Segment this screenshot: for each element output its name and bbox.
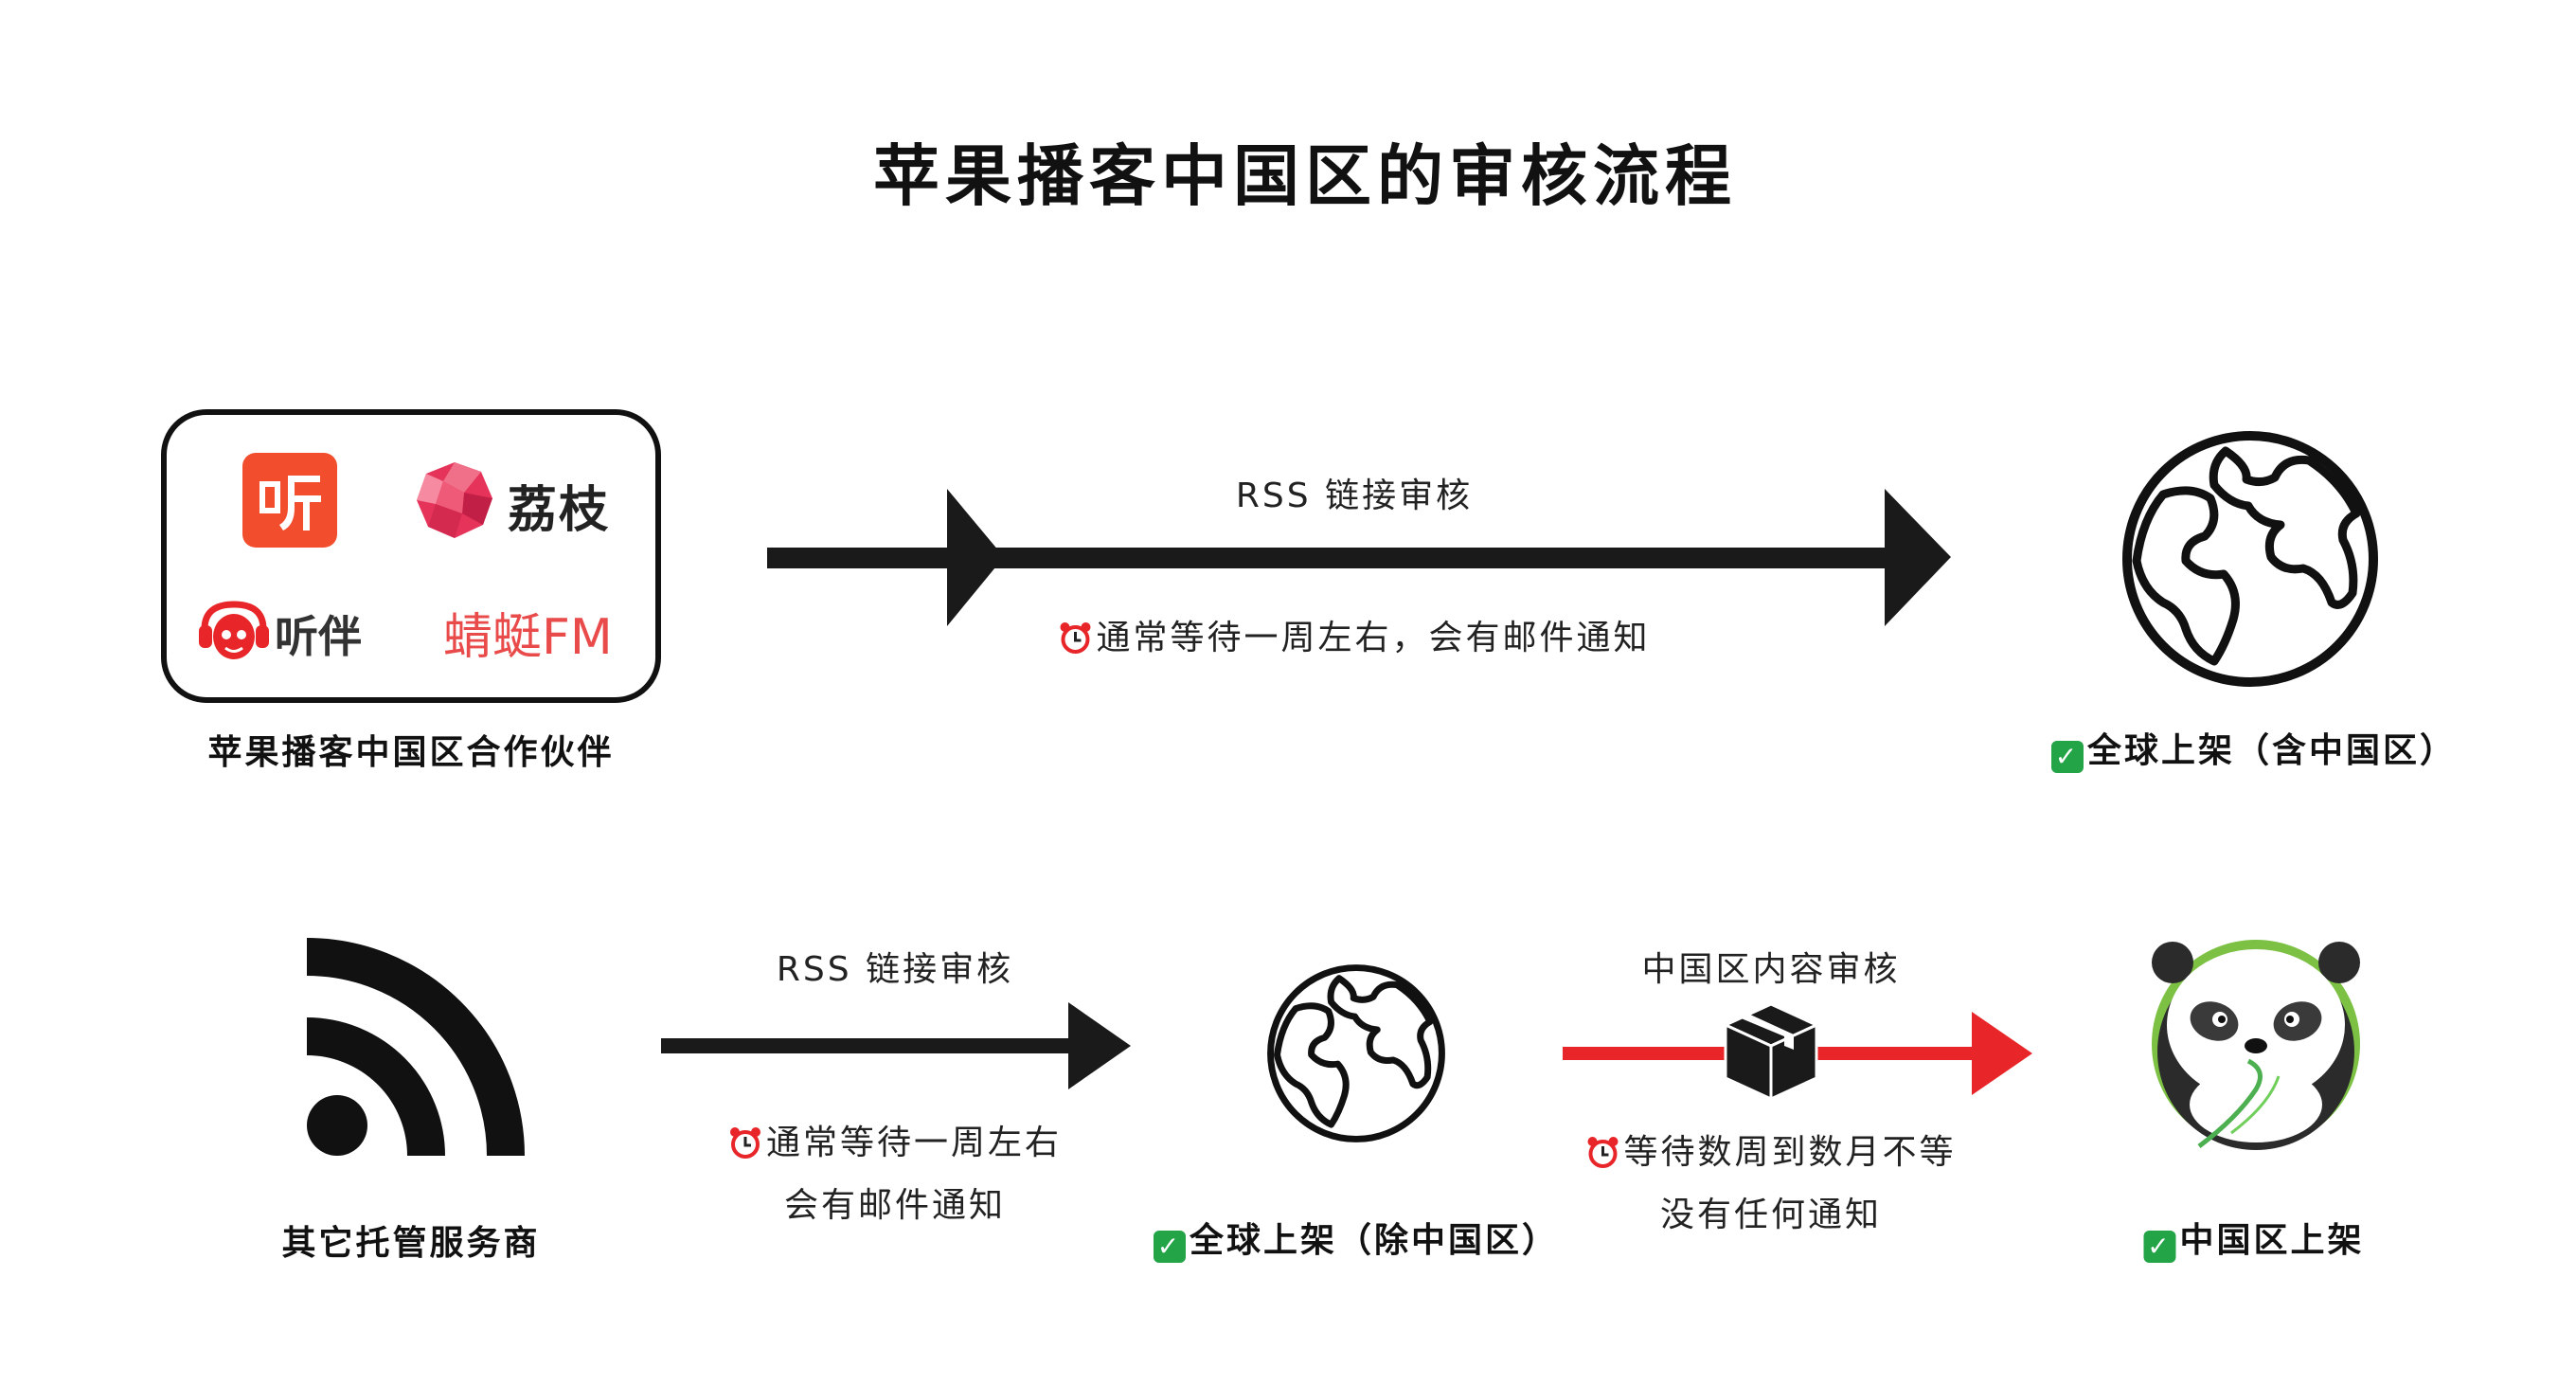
top-result-label: ✓全球上架（含中国区） [2050,723,2458,773]
ting-app-icon [242,453,337,548]
alarm-clock-icon [1060,622,1091,654]
tingban-name: 听伴 [275,611,362,662]
qingting-fm-name: 蜻蜓FM [443,609,613,666]
globe-icon [1267,964,1445,1142]
panda-icon [2152,940,2360,1150]
top-result-text: 全球上架（含中国区） [2086,731,2458,770]
partners-box [161,409,661,703]
final-result-label: ✓中国区上架 [2143,1213,2364,1263]
globe-icon [2122,431,2378,687]
bottom-arrow2-note1: 等待数周到数月不等 [1585,1124,1956,1174]
bottom-arrow1 [661,1002,1131,1089]
top-arrow-shaft [767,489,1951,626]
lizhi-logo-icon [417,462,492,538]
top-arrow-note-text: 通常等待一周左右，会有邮件通知 [1096,619,1651,657]
bottom-arrow1-note2: 会有邮件通知 [783,1186,1007,1225]
source-caption: 其它托管服务商 [281,1224,541,1263]
top-arrow-label: RSS 链接审核 [1235,477,1474,515]
package-box-icon [1722,1002,1820,1102]
mid-result-label: ✓全球上架（除中国区） [1153,1213,1560,1263]
alarm-clock-icon [729,1127,760,1159]
tingban-logo-icon [199,601,269,659]
alarm-clock-icon [1587,1137,1619,1168]
bottom-arrow1-label: RSS 链接审核 [776,950,1014,989]
bottom-arrow2-note2: 没有任何通知 [1659,1196,1883,1234]
mid-result-text: 全球上架（除中国区） [1189,1221,1560,1260]
bottom-arrow1-note1: 通常等待一周左右 [728,1115,1062,1164]
bottom-arrow2-label: 中国区内容审核 [1641,950,1901,989]
final-result-text: 中国区上架 [2179,1221,2365,1260]
bottom-arrow1-note1-text: 通常等待一周左右 [765,1124,1063,1162]
rss-icon [306,938,525,1157]
checkmark-icon: ✓ [2143,1231,2176,1263]
checkmark-icon: ✓ [2050,741,2084,773]
partners-caption: 苹果播客中国区合作伙伴 [207,733,615,772]
lizhi-name: 荔枝 [508,482,611,539]
checkmark-icon: ✓ [1153,1231,1186,1263]
top-arrow-note: 通常等待一周左右，会有邮件通知 [1058,610,1650,659]
bottom-arrow2-note1-text: 等待数周到数月不等 [1623,1133,1957,1172]
diagram-title: 苹果播客中国区的审核流程 [873,137,1737,215]
